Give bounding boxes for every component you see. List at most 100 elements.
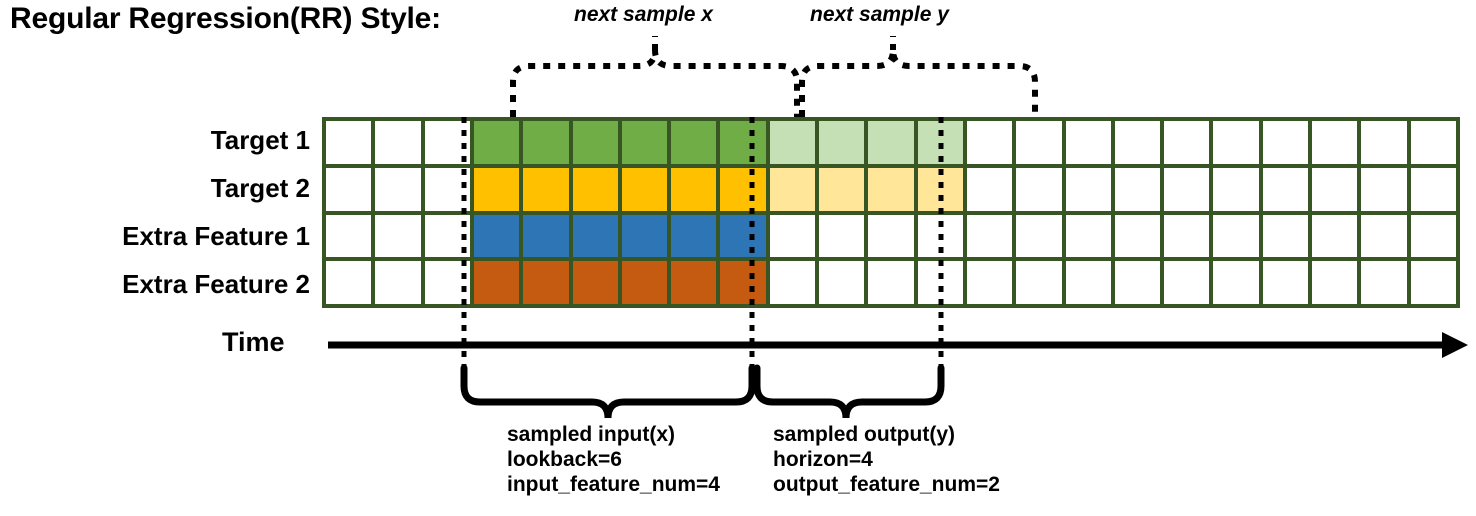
sampled-input-line-1: sampled input(x) (507, 423, 676, 446)
grid-cell-r1-c9 (720, 121, 766, 164)
grid-cell-r1-c23 (1410, 121, 1456, 164)
row-label-target-2: Target 2 (210, 173, 310, 203)
sampled-output-annotation: sampled output(y) horizon=4 output_featu… (773, 422, 1000, 497)
next-sample-y-label: next sample y (810, 3, 949, 26)
grid-cell-r2-c10 (769, 167, 816, 211)
brace-sampled-input (460, 364, 756, 419)
grid-cell-r2-c6 (572, 167, 618, 211)
grid-cell-r1-c13 (917, 121, 963, 164)
grid-cell-r4-c23 (1410, 261, 1456, 304)
grid-cell-r3-c1 (326, 214, 372, 258)
grid-cell-r1-c12 (868, 121, 914, 164)
grid-cell-r4-c2 (375, 261, 421, 304)
grid-cell-r3-c21 (1312, 214, 1358, 258)
grid-cell-r3-c4 (473, 214, 520, 258)
sampled-input-line-2: lookback=6 (507, 448, 622, 471)
grid-cell-r1-c18 (1164, 121, 1210, 164)
grid-cell-r4-c21 (1312, 261, 1358, 304)
grid-cell-r4-c1 (326, 261, 372, 304)
sampled-input-annotation: sampled input(x) lookback=6 input_featur… (507, 422, 720, 497)
grid-cell-r3-c10 (769, 214, 816, 258)
row-label-target-1: Target 1 (210, 125, 310, 155)
time-axis-label: Time (222, 327, 285, 357)
grid-cell-r1-c5 (523, 121, 569, 164)
grid-cell-r3-c16 (1065, 214, 1111, 258)
grid-cell-r4-c7 (621, 261, 668, 304)
brace-next-sample-x (510, 49, 800, 117)
grid-cell-r2-c8 (671, 167, 717, 211)
grid-cell-r4-c9 (720, 261, 766, 304)
grid-cell-r1-c22 (1361, 121, 1407, 164)
timeseries-grid (322, 117, 1460, 308)
grid-cell-r4-c10 (769, 261, 816, 304)
page-title: Regular Regression(RR) Style: (10, 2, 441, 35)
grid-cell-r2-c17 (1114, 167, 1161, 211)
grid-cell-r1-c2 (375, 121, 421, 164)
grid-cell-r4-c12 (868, 261, 914, 304)
grid-cell-r3-c13 (917, 214, 963, 258)
grid-cell-r4-c15 (1016, 261, 1062, 304)
sampled-input-line-3: input_feature_num=4 (507, 473, 720, 496)
sampled-output-line-3: output_feature_num=2 (773, 473, 1000, 496)
grid-cell-r2-c23 (1410, 167, 1456, 211)
grid-cell-r2-c20 (1262, 167, 1309, 211)
grid-cell-r1-c7 (621, 121, 668, 164)
grid-cell-r4-c17 (1114, 261, 1161, 304)
grid-cell-r1-c14 (966, 121, 1013, 164)
grid-cell-r2-c15 (1016, 167, 1062, 211)
row-label-extra-feature-1: Extra Feature 1 (122, 221, 310, 251)
grid-cell-r2-c14 (966, 167, 1013, 211)
grid-cell-r3-c22 (1361, 214, 1407, 258)
grid-cell-r2-c9 (720, 167, 766, 211)
grid-cell-r2-c11 (819, 167, 865, 211)
grid-cell-r2-c16 (1065, 167, 1111, 211)
grid-cell-r2-c19 (1213, 167, 1259, 211)
grid-cell-r4-c5 (523, 261, 569, 304)
brace-sampled-output (753, 364, 945, 419)
grid-cell-r2-c18 (1164, 167, 1210, 211)
grid-cell-r2-c21 (1312, 167, 1358, 211)
grid-cell-r3-c5 (523, 214, 569, 258)
grid-cell-r4-c20 (1262, 261, 1309, 304)
grid-cell-r2-c7 (621, 167, 668, 211)
grid-cell-r2-c22 (1361, 167, 1407, 211)
grid-cell-r3-c2 (375, 214, 421, 258)
grid-cell-r1-c11 (819, 121, 865, 164)
grid-cell-r2-c13 (917, 167, 963, 211)
next-sample-x-label: next sample x (574, 3, 713, 26)
grid-cell-r4-c13 (917, 261, 963, 304)
grid-cell-r1-c17 (1114, 121, 1161, 164)
grid-cell-r3-c9 (720, 214, 766, 258)
grid-cell-r4-c14 (966, 261, 1013, 304)
grid-cell-r3-c15 (1016, 214, 1062, 258)
grid-cell-r2-c5 (523, 167, 569, 211)
grid-cell-r1-c6 (572, 121, 618, 164)
grid-cell-r1-c1 (326, 121, 372, 164)
grid-cell-r3-c12 (868, 214, 914, 258)
grid-cell-r2-c2 (375, 167, 421, 211)
sampled-output-line-2: horizon=4 (773, 448, 873, 471)
grid-cell-r3-c6 (572, 214, 618, 258)
grid-cell-r1-c15 (1016, 121, 1062, 164)
grid-cell-r4-c11 (819, 261, 865, 304)
grid-cell-r1-c3 (424, 121, 470, 164)
grid-cell-r2-c4 (473, 167, 520, 211)
grid-cell-r2-c1 (326, 167, 372, 211)
grid-cell-r4-c19 (1213, 261, 1259, 304)
grid-cell-r4-c4 (473, 261, 520, 304)
row-label-column: Target 1 Target 2 Extra Feature 1 Extra … (22, 117, 310, 309)
grid-cell-r3-c19 (1213, 214, 1259, 258)
row-label-extra-feature-2: Extra Feature 2 (122, 269, 310, 299)
grid-cell-r1-c19 (1213, 121, 1259, 164)
grid-cell-r1-c4 (473, 121, 520, 164)
grid-cell-r1-c10 (769, 121, 816, 164)
brace-next-sample-y (799, 49, 1038, 117)
grid-cell-r3-c14 (966, 214, 1013, 258)
grid-cell-r3-c3 (424, 214, 470, 258)
grid-cell-r3-c18 (1164, 214, 1210, 258)
sampled-output-line-1: sampled output(y) (773, 423, 955, 446)
grid-cell-r2-c3 (424, 167, 470, 211)
time-axis (328, 332, 1468, 358)
grid-cell-r1-c16 (1065, 121, 1111, 164)
grid-cell-r3-c11 (819, 214, 865, 258)
